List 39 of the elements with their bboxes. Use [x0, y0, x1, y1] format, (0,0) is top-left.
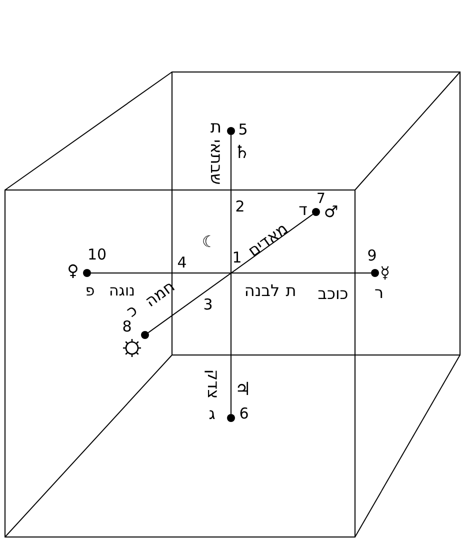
point-number: 1: [232, 250, 242, 266]
planet-symbol: ♀: [67, 263, 79, 279]
hebrew-word: נוגה: [108, 284, 136, 298]
hebrew-word: חמה: [142, 278, 178, 310]
hebrew-word: מאדים: [245, 220, 291, 260]
point-dot: [312, 208, 320, 216]
axis-line: [90, 272, 372, 274]
hebrew-word: לבנה: [244, 283, 280, 299]
point-number: 2: [235, 200, 245, 214]
hebrew-letter: ד: [298, 202, 308, 218]
hebrew-letter: ר: [374, 285, 384, 301]
point-number: 9: [367, 248, 377, 264]
hebrew-word: שבתאי: [208, 139, 224, 185]
point-number: 10: [87, 248, 107, 262]
point-number: 4: [177, 256, 187, 270]
point-number: 5: [238, 122, 248, 138]
hebrew-letter: ג: [208, 406, 216, 422]
planet-symbol: ♃: [234, 381, 252, 399]
hebrew-word: צדק: [205, 369, 221, 399]
planet-symbol: ☾: [202, 234, 216, 250]
planet-symbol: ☿: [380, 265, 390, 281]
point-number: 7: [316, 192, 326, 206]
planet-symbol: ♂: [324, 204, 338, 220]
point-dot: [83, 269, 91, 277]
hebrew-word: כוכב: [318, 286, 348, 302]
planet-symbol: ♄: [234, 144, 250, 162]
axis-line: [230, 134, 232, 414]
point-number: 6: [239, 406, 249, 422]
point-number: 3: [203, 298, 213, 312]
point-dot: [371, 269, 379, 277]
axis-line: [148, 214, 314, 334]
point-dot: [141, 331, 149, 339]
point-dot: [227, 414, 235, 422]
hebrew-letter: ת: [286, 283, 296, 299]
point-dot: [227, 127, 235, 135]
point-number: 8: [122, 320, 132, 334]
hebrew-letter: כ: [124, 302, 140, 320]
hebrew-letter: ת: [210, 120, 222, 136]
hebrew-letter: פ: [85, 284, 95, 298]
